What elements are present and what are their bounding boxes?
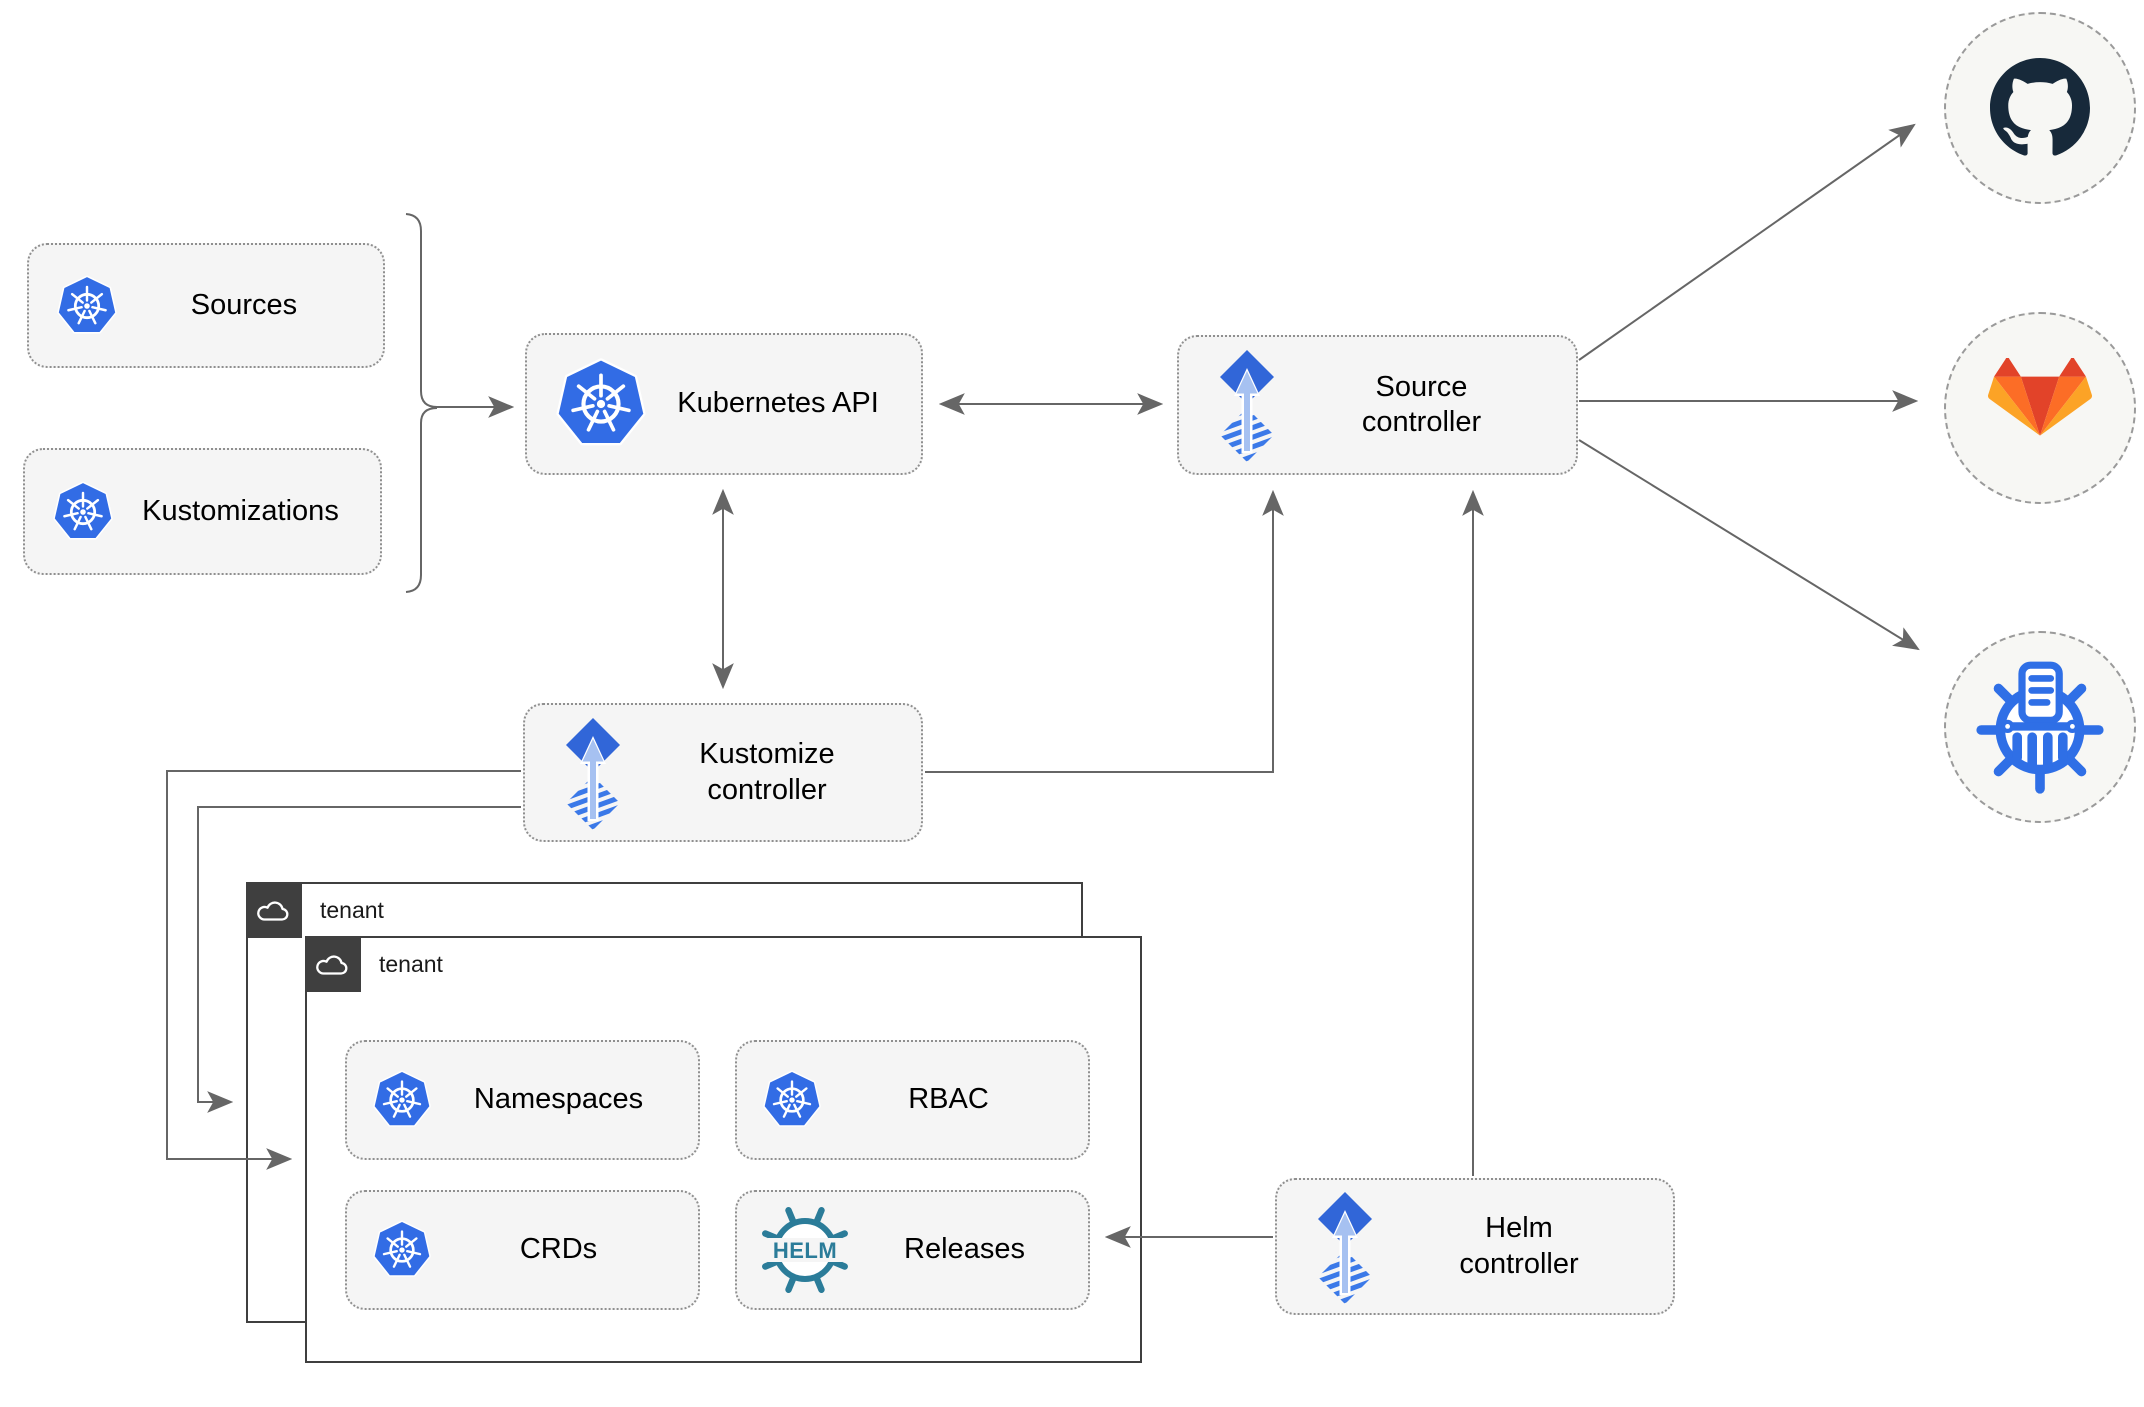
node-label: Sources bbox=[190, 288, 298, 321]
tenant-label: tenant bbox=[320, 897, 384, 923]
connector-source-to-chartmuseum bbox=[1578, 439, 1920, 651]
chartmuseum-icon bbox=[1976, 661, 2104, 794]
kubernetes-icon bbox=[761, 1069, 823, 1131]
node-label: Kustomize controller bbox=[699, 738, 835, 806]
node-rbac: RBAC bbox=[735, 1040, 1090, 1160]
cloud-icon bbox=[314, 950, 352, 978]
connector-source-to-github bbox=[1578, 123, 1916, 361]
flux-icon bbox=[559, 714, 627, 832]
gitlab-icon bbox=[1988, 358, 2092, 436]
tenant-tab bbox=[305, 936, 361, 992]
flux-icon bbox=[1311, 1188, 1379, 1306]
cloud-icon bbox=[255, 896, 293, 924]
kubernetes-icon bbox=[553, 356, 649, 452]
kubernetes-icon bbox=[371, 1069, 433, 1131]
helm-logo-text: HELM bbox=[773, 1238, 837, 1263]
connector-kustomize-to-source bbox=[925, 489, 1284, 773]
flux-icon bbox=[1213, 346, 1281, 464]
node-label: Namespaces bbox=[473, 1083, 644, 1116]
external-github bbox=[1944, 12, 2136, 204]
node-kubernetes-api: Kubernetes API bbox=[525, 333, 923, 475]
node-helm-controller: Helm controller bbox=[1275, 1178, 1675, 1315]
node-namespaces: Namespaces bbox=[345, 1040, 700, 1160]
kubernetes-icon bbox=[55, 274, 119, 338]
github-icon bbox=[1990, 58, 2090, 156]
bracket-top bbox=[405, 213, 438, 408]
kubernetes-icon bbox=[371, 1219, 433, 1281]
node-label: Source controller bbox=[1361, 370, 1482, 438]
tenant-label: tenant bbox=[379, 951, 443, 977]
node-label: Kubernetes API bbox=[677, 387, 879, 420]
node-crds: CRDs bbox=[345, 1190, 700, 1310]
external-helm-repository bbox=[1944, 631, 2136, 823]
node-kustomize-controller: Kustomize controller bbox=[523, 703, 923, 842]
node-sources: Sources bbox=[27, 243, 385, 368]
node-label: Helm controller bbox=[1459, 1212, 1579, 1280]
node-label: CRDs bbox=[519, 1233, 598, 1266]
bracket-bottom bbox=[405, 407, 438, 593]
kubernetes-icon bbox=[51, 480, 115, 544]
helm-icon: HELM bbox=[762, 1207, 848, 1293]
node-label: Releases bbox=[904, 1233, 1025, 1266]
node-releases: HELM Releases bbox=[735, 1190, 1090, 1310]
node-source-controller: Source controller bbox=[1177, 335, 1578, 475]
node-label: RBAC bbox=[908, 1083, 989, 1116]
node-kustomizations: Kustomizations bbox=[23, 448, 382, 575]
tenant-tab bbox=[246, 882, 302, 938]
external-gitlab bbox=[1944, 312, 2136, 504]
node-label: Kustomizations bbox=[142, 494, 339, 527]
